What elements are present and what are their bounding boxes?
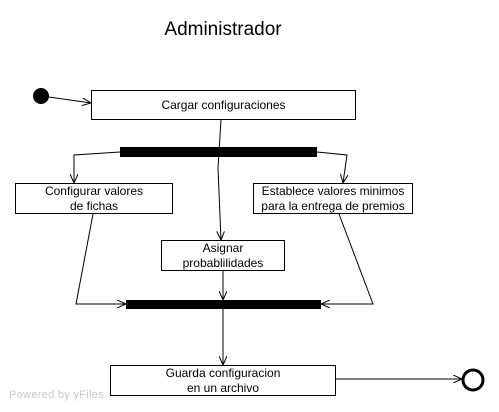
edge-load-to-assign	[218, 119, 221, 240]
node-save-config: Guarda configuracion en un archivo	[110, 365, 336, 396]
edge-fork-to-min-values	[316, 151, 347, 183]
node-assign-probabilities: Asignar probablilidades	[161, 240, 285, 271]
edge-min-values-to-join	[321, 213, 374, 304]
watermark: Powered by yFiles	[9, 389, 104, 401]
edge-configure-to-join	[75, 213, 126, 304]
edge-start-to-load	[48, 96, 91, 103]
node-configure-chips: Configurar valores de fichas	[15, 183, 173, 214]
edge-fork-to-configure	[74, 151, 121, 183]
node-min-values: Establece valores minimos para la entreg…	[253, 183, 413, 214]
join-bar	[126, 300, 321, 309]
initial-node	[33, 88, 49, 104]
diagram-title: Administrador	[164, 19, 282, 40]
node-load-config: Cargar configuraciones	[91, 90, 356, 120]
final-node	[461, 368, 485, 392]
